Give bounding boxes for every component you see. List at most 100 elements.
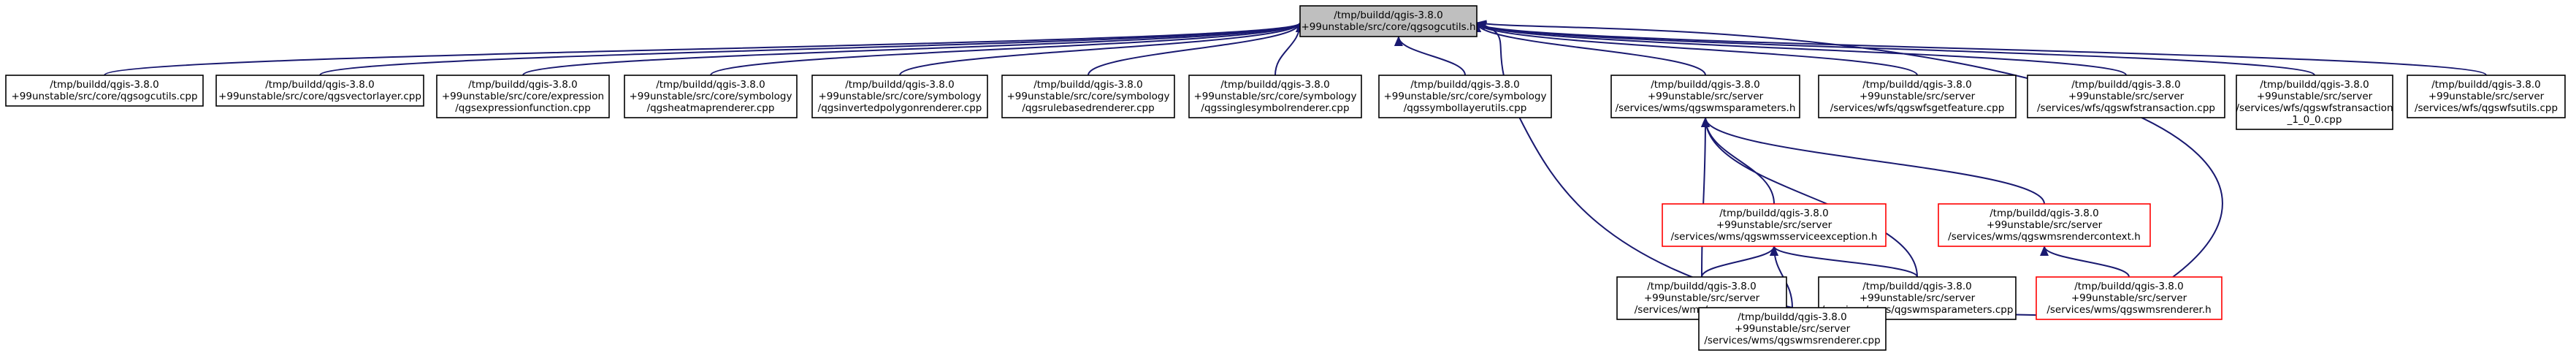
node-n_wmsrenderer_h[interactable]: /tmp/buildd/qgis-3.8.0+99unstable/src/se… xyxy=(2036,276,2223,320)
node-label-line: /services/wms/qgswmsrendercontext.h xyxy=(1948,231,2141,243)
edge-n_wmsrenderer_cpp-to-root xyxy=(1476,21,1793,308)
node-label-line: /qgsrulebasedrenderer.cpp xyxy=(1022,102,1154,114)
node-label-line: +99unstable/src/server xyxy=(1648,91,1764,102)
node-label-line: /services/wfs/qgswfstransaction.cpp xyxy=(2037,102,2215,114)
node-box[interactable] xyxy=(1610,75,1800,118)
edges-layer xyxy=(104,20,2487,320)
edge-n_wfstransaction100_cpp-to-root xyxy=(1472,22,2315,76)
node-label-line: /tmp/buildd/qgis-3.8.0 xyxy=(1647,281,1757,292)
node-label-line: +99unstable/src/core/qgsogcutils.h xyxy=(1301,21,1475,33)
node-n_vectorlayer_cpp[interactable]: /tmp/buildd/qgis-3.8.0+99unstable/src/co… xyxy=(215,75,424,107)
edge-n_wmsparams_h-to-root xyxy=(1472,22,1706,76)
node-n_invpoly_cpp[interactable]: /tmp/buildd/qgis-3.8.0+99unstable/src/co… xyxy=(811,75,988,118)
node-label-line: /services/wms/qgswmsrenderer.h xyxy=(2046,304,2211,316)
node-label-line: +99unstable/src/core/symbology xyxy=(819,91,982,102)
node-box[interactable] xyxy=(1818,75,2017,118)
edge-n_exprfunc_cpp-to-root xyxy=(522,22,1304,76)
node-box[interactable] xyxy=(1299,5,1478,37)
node-label-line: /tmp/buildd/qgis-3.8.0 xyxy=(1334,10,1443,21)
node-label-line: /services/wfs/qgswfstransaction xyxy=(2236,102,2393,114)
node-n_wmsrenderer_cpp[interactable]: /tmp/buildd/qgis-3.8.0+99unstable/src/se… xyxy=(1698,307,1887,351)
edge-n_wmsparams_cpp-to-n_wmsserviceexc_h xyxy=(1770,246,1918,278)
node-label-line: +99unstable/src/core/qgsvectorlayer.cpp xyxy=(218,91,421,102)
node-n_wmsserviceexc_h[interactable]: /tmp/buildd/qgis-3.8.0+99unstable/src/se… xyxy=(1662,203,1887,247)
node-n_rulebased_cpp[interactable]: /tmp/buildd/qgis-3.8.0+99unstable/src/co… xyxy=(1001,75,1175,118)
node-n_heatmap_cpp[interactable]: /tmp/buildd/qgis-3.8.0+99unstable/src/co… xyxy=(624,75,798,118)
edge-n_wmsrenderer_h-to-n_wmsrendercontext_h xyxy=(2040,246,2130,278)
node-label-line: +99unstable/src/core/symbology xyxy=(1007,91,1170,102)
node-label-line: /tmp/buildd/qgis-3.8.0 xyxy=(2071,79,2181,91)
node-label-line: +99unstable/src/core/symbology xyxy=(1384,91,1547,102)
node-box[interactable] xyxy=(1938,203,2151,247)
edge-n_wmsrenderer_h-to-root xyxy=(1476,20,2223,278)
node-box[interactable] xyxy=(2036,276,2223,320)
node-label-line: /tmp/buildd/qgis-3.8.0 xyxy=(1738,311,1847,323)
node-label-line: /tmp/buildd/qgis-3.8.0 xyxy=(1220,79,1330,91)
node-label-line: /tmp/buildd/qgis-3.8.0 xyxy=(2431,79,2541,91)
node-n_wfstransaction100_cpp[interactable]: /tmp/buildd/qgis-3.8.0+99unstable/src/se… xyxy=(2236,75,2393,130)
node-label-line: /tmp/buildd/qgis-3.8.0 xyxy=(1990,208,2099,219)
node-label-line: +99unstable/src/server xyxy=(1735,323,1851,335)
edge-n_rulebased_cpp-to-root xyxy=(1088,22,1304,76)
node-n_exprfunc_cpp[interactable]: /tmp/buildd/qgis-3.8.0+99unstable/src/co… xyxy=(436,75,610,118)
nodes-layer: /tmp/buildd/qgis-3.8.0+99unstable/src/co… xyxy=(5,5,2566,351)
node-n_wfsutils_cpp[interactable]: /tmp/buildd/qgis-3.8.0+99unstable/src/se… xyxy=(2407,75,2566,118)
node-box[interactable] xyxy=(811,75,988,118)
node-label-line: +99unstable/src/server xyxy=(2257,91,2373,102)
node-label-line: /tmp/buildd/qgis-3.8.0 xyxy=(1862,79,1972,91)
node-box[interactable] xyxy=(1001,75,1175,118)
node-label-line: +99unstable/src/server xyxy=(2428,91,2545,102)
edge-n_singlesym_cpp-to-root xyxy=(1274,22,1304,76)
node-label-line: +99unstable/src/server xyxy=(1644,292,1760,304)
node-box[interactable] xyxy=(436,75,610,118)
node-label-line: /tmp/buildd/qgis-3.8.0 xyxy=(1033,79,1143,91)
node-label-line: /tmp/buildd/qgis-3.8.0 xyxy=(2074,281,2184,292)
node-label-line: /qgsexpressionfunction.cpp xyxy=(455,102,591,114)
node-n_symlayerutils_cpp[interactable]: /tmp/buildd/qgis-3.8.0+99unstable/src/co… xyxy=(1378,75,1552,118)
node-label-line: /tmp/buildd/qgis-3.8.0 xyxy=(1651,79,1760,91)
edge-n_vectorlayer_cpp-to-root xyxy=(319,22,1304,76)
node-label-line: _1_0_0.cpp xyxy=(2287,114,2342,126)
node-label-line: /tmp/buildd/qgis-3.8.0 xyxy=(2260,79,2369,91)
node-label-line: +99unstable/src/server xyxy=(1716,219,1832,231)
node-label-line: +99unstable/src/core/symbology xyxy=(630,91,792,102)
node-n_wfsgetfeature_cpp[interactable]: /tmp/buildd/qgis-3.8.0+99unstable/src/se… xyxy=(1818,75,2017,118)
node-n_ogcutils_cpp[interactable]: /tmp/buildd/qgis-3.8.0+99unstable/src/co… xyxy=(5,75,204,107)
node-n_singlesym_cpp[interactable]: /tmp/buildd/qgis-3.8.0+99unstable/src/co… xyxy=(1188,75,1362,118)
node-box[interactable] xyxy=(215,75,424,107)
node-root[interactable]: /tmp/buildd/qgis-3.8.0+99unstable/src/co… xyxy=(1299,5,1478,37)
node-label-line: /tmp/buildd/qgis-3.8.0 xyxy=(1862,281,1972,292)
node-box[interactable] xyxy=(1662,203,1887,247)
node-box[interactable] xyxy=(1818,276,2017,320)
edge-n_wmsrendercontext_h-to-n_wmsparams_h xyxy=(1701,117,2045,205)
edge-n_wms_cpp-to-n_wmsparams_h xyxy=(1700,117,1710,278)
node-n_wfstransaction_cpp[interactable]: /tmp/buildd/qgis-3.8.0+99unstable/src/se… xyxy=(2027,75,2225,118)
node-box[interactable] xyxy=(2407,75,2566,118)
node-label-line: /tmp/buildd/qgis-3.8.0 xyxy=(265,79,375,91)
node-box[interactable] xyxy=(5,75,204,107)
node-n_wmsparams_h[interactable]: /tmp/buildd/qgis-3.8.0+99unstable/src/se… xyxy=(1610,75,1800,118)
edge-n_wfsutils_cpp-to-root xyxy=(1472,22,2487,76)
node-box[interactable] xyxy=(2236,75,2393,130)
node-box[interactable] xyxy=(624,75,798,118)
edge-n_heatmap_cpp-to-root xyxy=(710,22,1304,76)
edge-n_wmsparams_cpp-to-n_wmsparams_h xyxy=(1701,117,1918,278)
node-label-line: /services/wfs/qgswfsutils.cpp xyxy=(2415,102,2558,114)
node-n_wmsrendercontext_h[interactable]: /tmp/buildd/qgis-3.8.0+99unstable/src/se… xyxy=(1938,203,2151,247)
node-label-line: +99unstable/src/server xyxy=(2068,91,2185,102)
node-box[interactable] xyxy=(1698,307,1887,351)
edge-n_invpoly_cpp-to-root xyxy=(899,22,1304,76)
node-label-line: /qgsheatmaprenderer.cpp xyxy=(647,102,775,114)
edge-n_ogcutils_cpp-to-root xyxy=(104,22,1304,76)
node-box[interactable] xyxy=(1188,75,1362,118)
node-box[interactable] xyxy=(1378,75,1552,118)
node-label-line: +99unstable/src/server xyxy=(2071,292,2187,304)
node-label-line: /qgssymbollayerutils.cpp xyxy=(1404,102,1527,114)
node-label-line: /tmp/buildd/qgis-3.8.0 xyxy=(1719,208,1829,219)
node-label-line: +99unstable/src/core/qgsogcutils.cpp xyxy=(11,91,197,102)
node-label-line: +99unstable/src/core/symbology xyxy=(1194,91,1357,102)
node-label-line: +99unstable/src/server xyxy=(1987,219,2103,231)
node-label-line: /services/wms/qgswmsrenderer.cpp xyxy=(1704,335,1880,346)
node-box[interactable] xyxy=(2027,75,2225,118)
